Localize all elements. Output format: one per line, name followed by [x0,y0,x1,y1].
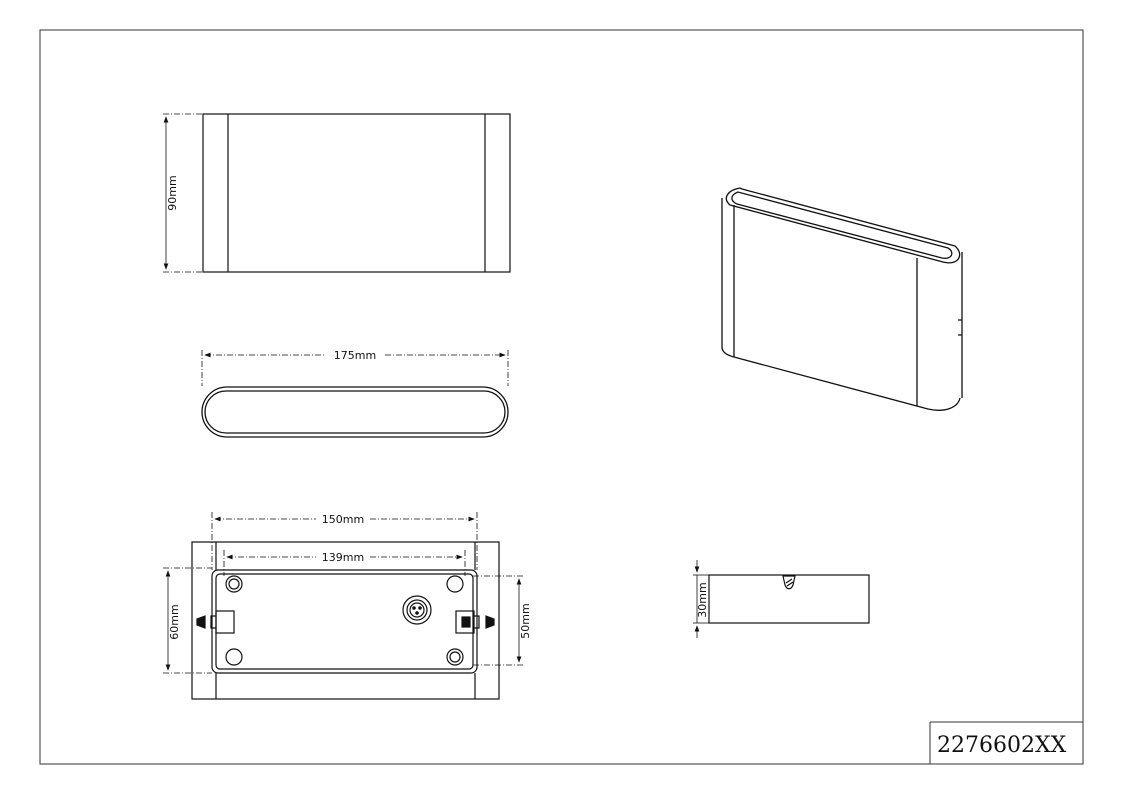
dim-hole-spacing-h-label: 139mm [322,551,364,564]
dim-hole-spacing-h: 139mm [223,550,466,576]
dim-length-label: 175mm [334,349,376,362]
isometric-view [721,187,963,411]
right-clip-icon [455,610,495,634]
screw-hole-icon [225,648,243,666]
dim-length: 175mm [201,349,509,386]
back-view [191,541,500,700]
dim-hole-spacing-v-label: 50mm [519,603,532,638]
title-block: 2276602XX [929,721,1083,764]
side-view [708,574,870,624]
dim-plate-height: 60mm [163,567,212,674]
dim-plate-width: 150mm [211,512,478,570]
dim-hole-spacing-v: 50mm [473,575,532,666]
left-clip-icon [196,610,235,634]
dim-depth-label: 30mm [696,582,709,617]
dim-depth: 30mm [693,560,709,638]
connector-icon [402,595,432,625]
screw-head-icon [782,575,796,590]
drawing-frame [39,29,1084,765]
product-code: 2276602XX [937,733,1067,758]
dim-plate-height-label: 60mm [168,604,181,639]
screw-hole-icon [225,575,243,593]
top-view [201,386,509,438]
dim-height: 90mm [163,113,203,273]
screw-hole-icon [446,575,464,593]
dim-height-label: 90mm [166,175,179,210]
screw-hole-icon [446,648,464,666]
front-view [202,113,511,273]
dim-plate-width-label: 150mm [322,513,364,526]
